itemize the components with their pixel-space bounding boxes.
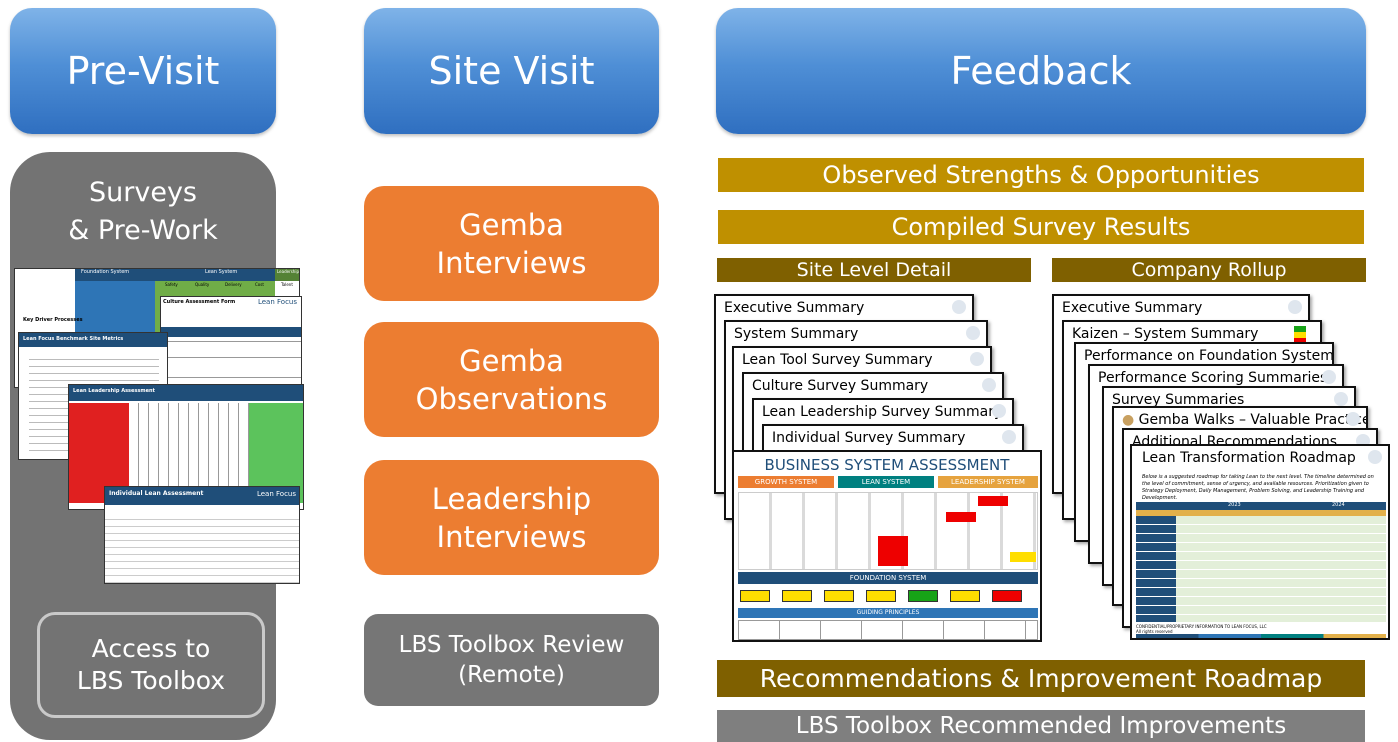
card-logo-icon: [1334, 392, 1348, 406]
leadership-assessment-title: Lean Leadership Assessment: [73, 388, 155, 394]
leadership-label: Leadership: [277, 269, 299, 274]
site-level-detail-bar: Site Level Detail: [717, 258, 1031, 282]
roadmap-rights: All rights reserved: [1136, 629, 1173, 634]
card-logo-icon: [1322, 370, 1336, 384]
header-feedback: Feedback: [716, 8, 1366, 134]
card-logo-icon: [1288, 300, 1302, 314]
bsa-title: BUSINESS SYSTEM ASSESSMENT: [764, 456, 1010, 474]
key-driver-label: Key Driver Processes: [23, 317, 83, 323]
roadmap-footer: CONFIDENTIAL/PROPRIETARY INFORMATION TO …: [1136, 624, 1267, 629]
card-logo-icon: [982, 378, 996, 392]
roadmap-year-2: 2024: [1332, 502, 1345, 508]
delivery-label: Delivery: [225, 282, 242, 287]
card-logo-icon: [1002, 430, 1016, 444]
individual-assessment-title: Individual Lean Assessment: [109, 490, 204, 497]
compiled-survey-bar: Compiled Survey Results: [718, 210, 1364, 244]
gemba-interviews-line-1: Gemba: [459, 207, 564, 242]
bsa-lean-header: LEAN SYSTEM: [838, 476, 934, 488]
gemba-observations-line-2: Observations: [415, 381, 608, 416]
card-logo-icon: [970, 352, 984, 366]
card-logo-icon: [1346, 412, 1360, 426]
safety-label: Safety: [165, 282, 178, 287]
company-rollup-bar: Company Rollup: [1052, 258, 1366, 282]
access-line-2: LBS Toolbox: [76, 666, 226, 695]
survey-documents-collage: Foundation System Lean System Leadership…: [14, 268, 304, 588]
gemba-interviews-line-2: Interviews: [436, 245, 587, 280]
recommendations-roadmap-bar: Recommendations & Improvement Roadmap: [717, 660, 1365, 697]
card-logo-icon: [952, 300, 966, 314]
roadmap-logo-icon: [1368, 450, 1382, 464]
bsa-principles-header: GUIDING PRINCIPLES: [738, 608, 1038, 618]
gemba-observations-box: Gemba Observations: [364, 322, 659, 437]
lbs-toolbox-recommended-bar: LBS Toolbox Recommended Improvements: [717, 710, 1365, 742]
roadmap-intro-text: Below is a suggested roadmap for taking …: [1142, 474, 1374, 501]
lean-transformation-roadmap-card: Lean Transformation Roadmap Below is a s…: [1130, 444, 1390, 640]
bsa-foundation-header: FOUNDATION SYSTEM: [738, 572, 1038, 584]
quality-label: Quality: [195, 282, 210, 287]
toolbox-review-line-1: LBS Toolbox Review: [398, 632, 625, 658]
foundation-system-label: Foundation System: [81, 269, 130, 275]
header-pre-visit: Pre-Visit: [10, 8, 276, 134]
cost-label: Cost: [255, 282, 264, 287]
observed-strengths-bar: Observed Strengths & Opportunities: [718, 158, 1364, 192]
panel-title-line-1: Surveys: [89, 177, 197, 208]
roadmap-year-1: 2023: [1228, 502, 1241, 508]
leadership-interviews-box: Leadership Interviews: [364, 460, 659, 575]
talent-label: Talent: [281, 282, 293, 287]
business-system-assessment-card: BUSINESS SYSTEM ASSESSMENT GROWTH SYSTEM…: [732, 450, 1042, 642]
culture-form-title: Culture Assessment Form: [163, 299, 236, 305]
roadmap-title: Lean Transformation Roadmap: [1142, 450, 1356, 466]
individual-assessment-doc: Individual Lean Assessment Lean Focus: [104, 486, 300, 584]
bsa-growth-header: GROWTH SYSTEM: [738, 476, 834, 488]
lean-focus-logo-2: Lean Focus: [256, 490, 296, 498]
bsa-leadership-header: LEADERSHIP SYSTEM: [938, 476, 1038, 488]
panel-title-line-2: & Pre-Work: [68, 215, 218, 246]
toolbox-review-line-2: (Remote): [458, 662, 565, 688]
card-logo-icon: [992, 404, 1006, 418]
lean-focus-logo: Lean Focus: [257, 298, 297, 306]
leadership-interviews-line-2: Interviews: [436, 519, 587, 554]
benchmark-title: Lean Focus Benchmark Site Metrics: [23, 336, 124, 342]
gemba-observations-line-1: Gemba: [459, 343, 564, 378]
access-lbs-toolbox-button[interactable]: Access to LBS Toolbox: [37, 612, 265, 718]
card-logo-icon: [966, 326, 980, 340]
access-line-1: Access to: [91, 634, 211, 663]
lean-system-label: Lean System: [205, 269, 238, 275]
lbs-toolbox-review-box: LBS Toolbox Review (Remote): [364, 614, 659, 706]
gemba-interviews-box: Gemba Interviews: [364, 186, 659, 301]
header-site-visit: Site Visit: [364, 8, 659, 134]
leadership-interviews-line-1: Leadership: [431, 481, 592, 516]
